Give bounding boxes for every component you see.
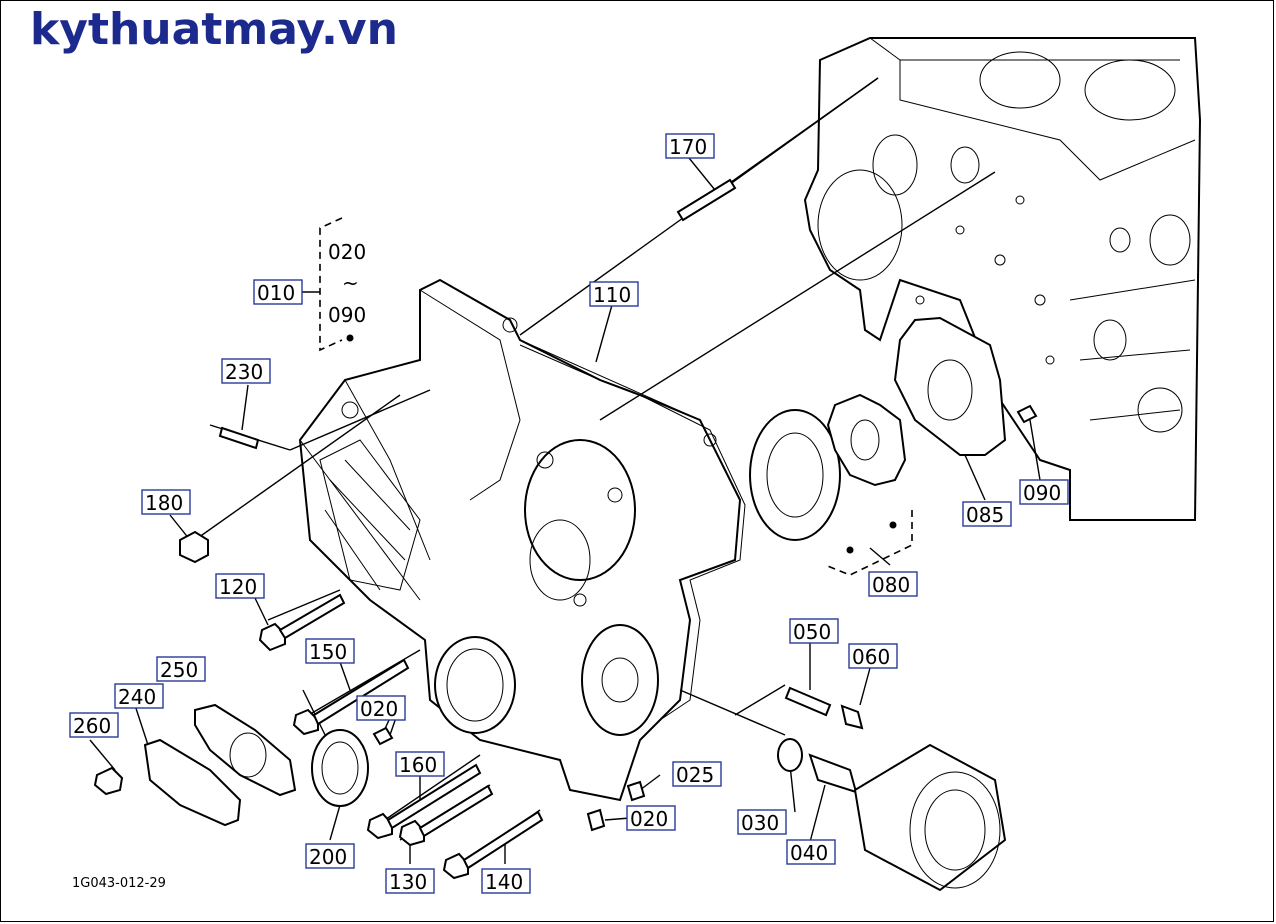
svg-text:010: 010 [257, 281, 295, 305]
gear-case-gasket [519, 344, 746, 721]
svg-text:060: 060 [852, 645, 890, 669]
svg-text:260: 260 [73, 714, 111, 738]
range-end: 090 [328, 303, 366, 327]
callout-140: 140 [481, 868, 531, 894]
callout-170: 170 [665, 133, 715, 159]
svg-text:085: 085 [966, 503, 1004, 527]
callout-090: 090 [1019, 479, 1069, 505]
range-bracket [319, 217, 343, 352]
drawing-number: 1G043-012-29 [72, 876, 166, 891]
callout-120: 120 [215, 573, 265, 599]
oil-pump-rotor-set [749, 393, 907, 541]
rotor-dot-inner [889, 521, 897, 529]
small-parts [93, 178, 1038, 892]
callout-040: 040 [786, 839, 836, 865]
callout-130: 130 [385, 868, 435, 894]
callout-080: 080 [868, 571, 918, 597]
callout-200: 200 [305, 843, 355, 869]
range-dot [346, 334, 354, 342]
range-tilde: ~ [342, 271, 359, 295]
svg-text:080: 080 [872, 573, 910, 597]
svg-text:200: 200 [309, 845, 347, 869]
svg-text:025: 025 [676, 763, 714, 787]
svg-text:160: 160 [399, 753, 437, 777]
svg-text:250: 250 [160, 658, 198, 682]
callout-030: 030 [737, 809, 787, 835]
svg-text:040: 040 [790, 841, 828, 865]
range-start: 020 [328, 240, 366, 264]
svg-text:090: 090 [1023, 481, 1061, 505]
svg-text:110: 110 [593, 283, 631, 307]
rotor-dot-outer [846, 546, 854, 554]
svg-text:240: 240 [118, 685, 156, 709]
callout-050: 050 [789, 618, 839, 644]
callout-240: 240 [114, 683, 164, 709]
callout-010: 010 [253, 279, 303, 305]
svg-text:020: 020 [360, 697, 398, 721]
svg-text:140: 140 [485, 870, 523, 894]
oil-pump-gasket [893, 316, 1007, 456]
svg-text:020: 020 [630, 807, 668, 831]
callout-230: 230 [221, 358, 271, 384]
svg-text:130: 130 [389, 870, 427, 894]
callout-260: 260 [69, 712, 119, 738]
callout-020-b: 020 [626, 805, 676, 831]
callout-020-a: 020 [356, 695, 406, 721]
svg-text:230: 230 [225, 360, 263, 384]
callout-150: 150 [305, 638, 355, 664]
svg-text:030: 030 [741, 811, 779, 835]
svg-text:180: 180 [145, 491, 183, 515]
callout-180: 180 [141, 489, 191, 515]
svg-text:050: 050 [793, 620, 831, 644]
gear-case [298, 278, 742, 802]
callout-160: 160 [395, 751, 445, 777]
callout-025: 025 [672, 761, 722, 787]
callout-110: 110 [589, 281, 639, 307]
brand-watermark: kythuatmay.vn [30, 4, 398, 55]
svg-text:120: 120 [219, 575, 257, 599]
callout-060: 060 [848, 643, 898, 669]
oil-pump-leader [869, 547, 891, 566]
engine-block [803, 37, 1202, 521]
callout-250: 250 [156, 656, 206, 682]
oil-pump-bracket [824, 510, 913, 576]
svg-text:150: 150 [309, 640, 347, 664]
callout-085: 085 [962, 501, 1012, 527]
svg-text:170: 170 [669, 135, 707, 159]
